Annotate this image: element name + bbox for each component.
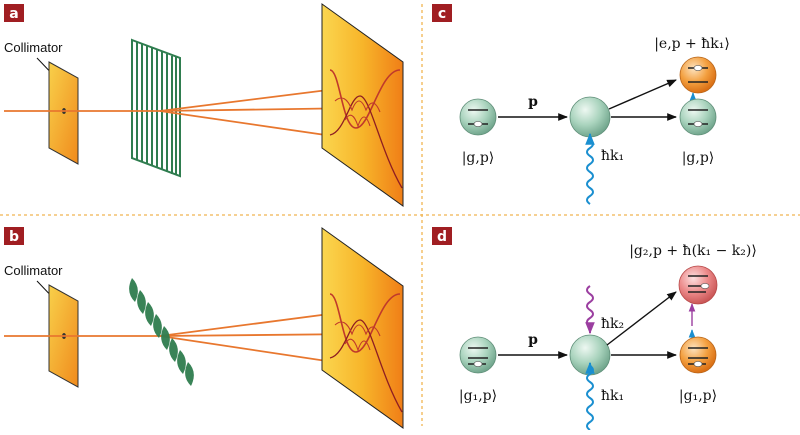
panel-d: d |g₁,p⟩ p ħk₁ ħk₂ |g₂,p + ħ(k₁ − k₂)⟩ [432,227,757,431]
collimator-label: Collimator [4,40,63,55]
panel-label-box [432,227,452,245]
panel-a: a Collimator [4,3,404,207]
state-initial-label: |g,p⟩ [462,150,495,166]
interference-pattern [329,69,403,189]
collimator-label: Collimator [4,263,63,278]
panel-label-box [4,227,24,245]
panel-b: b Collimator [4,227,404,429]
population-marker [693,361,703,367]
momentum-label: p [528,94,538,110]
photon-wave-k1 [585,361,595,431]
population-marker [473,361,483,367]
atom-initial [459,336,497,374]
population-marker [693,121,703,127]
atom-interaction [569,334,611,376]
panel-c: c |g,p⟩ p ħk₁ |e,p + ħk₁⟩ |g,p⟩ [432,4,730,205]
state-ground-final-label: |g,p⟩ [682,150,715,166]
state-g1-final-label: |g₁,p⟩ [679,388,717,404]
population-marker [700,283,710,289]
atom-initial [459,98,497,136]
photon-label: ħk₁ [601,148,624,164]
panel-label-box [432,4,452,22]
population-marker [473,121,483,127]
momentum-label: p [528,332,538,348]
panel-label: a [9,6,18,22]
grating [131,38,181,178]
atom-ground-final [679,98,717,136]
path-excited-arrow [608,79,677,110]
panel-label-box [4,4,24,22]
light-grating [129,278,194,386]
state-excited-label: |e,p + ħk₁⟩ [654,36,730,52]
atom-g2 [678,265,718,305]
atom-g1-final [679,336,717,374]
interference-pattern [329,293,403,413]
population-marker [693,65,703,71]
panel-label: b [9,229,19,245]
atom-excited [679,56,717,94]
detection-screen [321,3,404,207]
panel-label: d [437,229,447,245]
path-g2-arrow [606,291,677,346]
state-initial-label: |g₁,p⟩ [459,388,497,404]
photon-label-1: ħk₁ [601,388,624,404]
atom-interaction [569,96,611,138]
panel-label: c [438,6,446,22]
state-g2-label: |g₂,p + ħ(k₁ − k₂)⟩ [629,243,757,259]
photon-wave-k2 [585,285,595,335]
photon-wave [585,132,595,205]
photon-label-2: ħk₂ [601,316,624,332]
